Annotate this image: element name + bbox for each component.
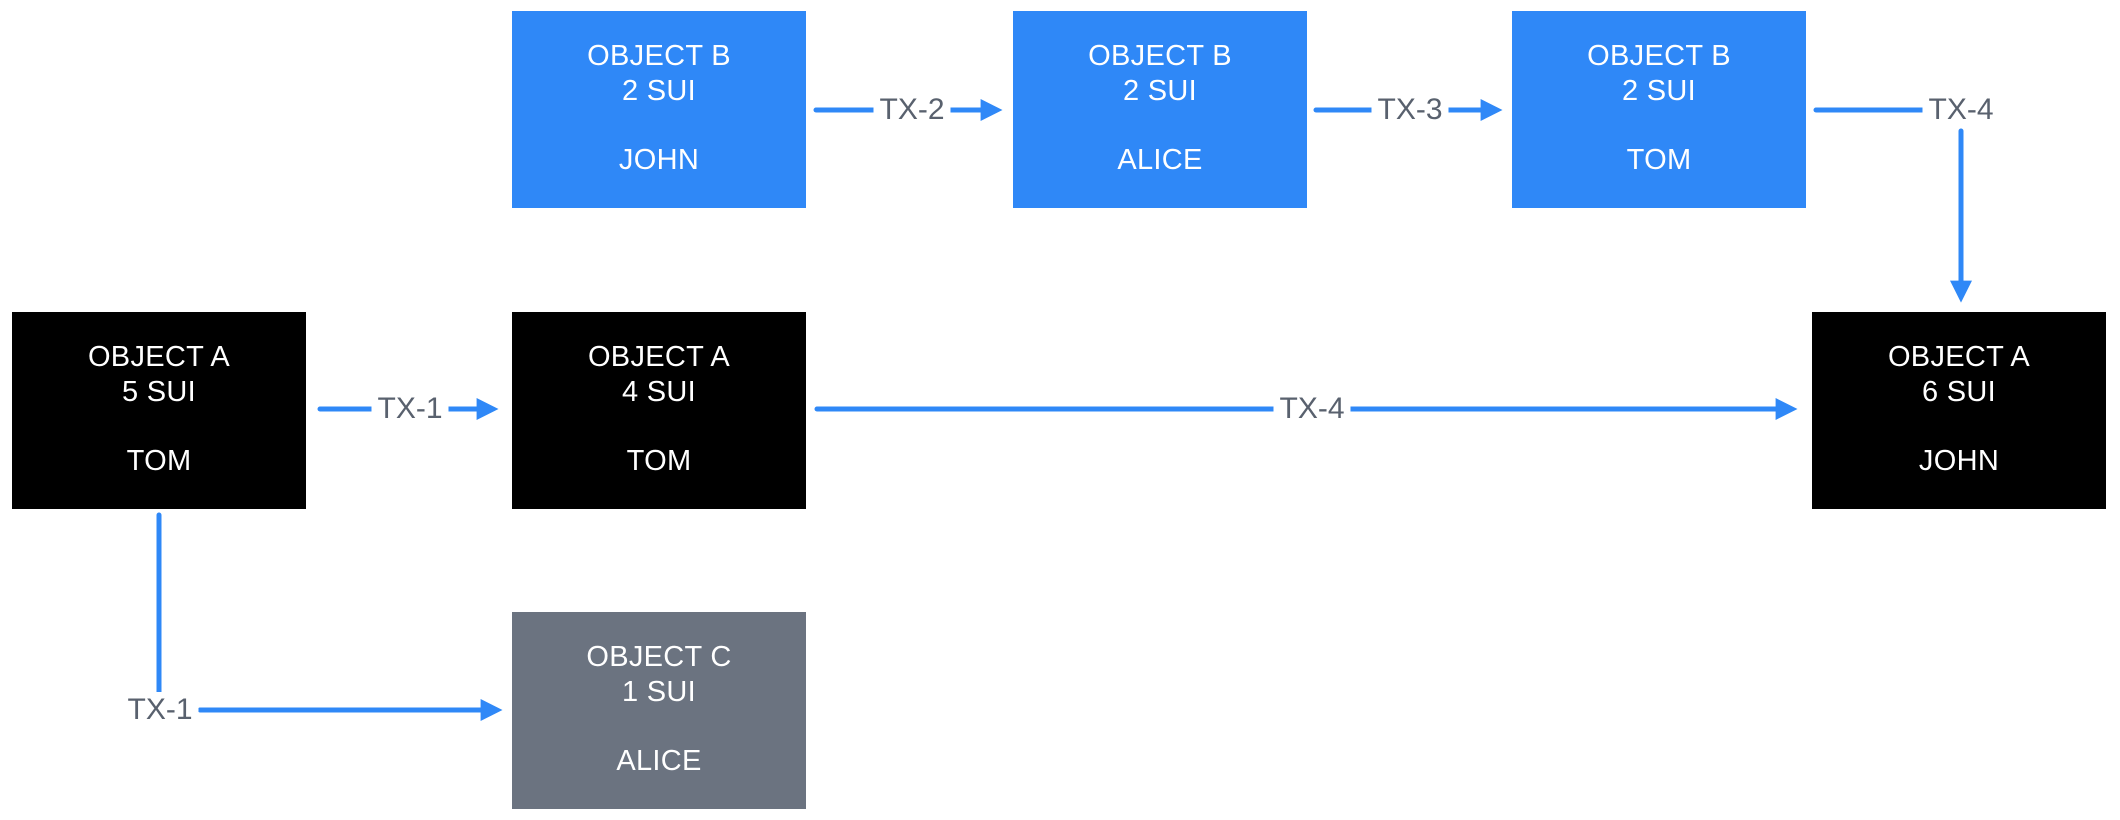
node-amount: 2 SUI — [621, 75, 697, 107]
node-owner: ALICE — [616, 745, 702, 777]
node-title: OBJECT B — [1088, 40, 1232, 72]
node-owner: TOM — [1626, 144, 1692, 176]
node-amount: 2 SUI — [1122, 75, 1198, 107]
node-object-a-6-john: OBJECT A 6 SUI JOHN — [1812, 312, 2106, 509]
tx-label-tx-4-merge: TX-4 — [1922, 92, 2000, 128]
node-amount: 2 SUI — [1621, 75, 1697, 107]
tx-label-tx-4-long: TX-4 — [1273, 391, 1351, 427]
node-title: OBJECT B — [1587, 40, 1731, 72]
node-object-c-alice: OBJECT C 1 SUI ALICE — [512, 612, 806, 809]
node-title: OBJECT C — [586, 641, 732, 673]
node-amount: 5 SUI — [121, 376, 197, 408]
node-title: OBJECT B — [587, 40, 731, 72]
node-title: OBJECT A — [587, 341, 731, 373]
node-owner: JOHN — [1918, 445, 2000, 477]
node-amount: 6 SUI — [1921, 376, 1997, 408]
tx-label-tx-1-to-c: TX-1 — [121, 692, 199, 728]
node-title: OBJECT A — [1887, 341, 2031, 373]
node-owner: TOM — [126, 445, 192, 477]
node-owner: ALICE — [1117, 144, 1203, 176]
node-object-b-alice: OBJECT B 2 SUI ALICE — [1013, 11, 1307, 208]
tx-label-tx-3: TX-3 — [1371, 92, 1449, 128]
tx-label-tx-2: TX-2 — [873, 92, 951, 128]
node-amount: 4 SUI — [621, 376, 697, 408]
node-object-b-tom: OBJECT B 2 SUI TOM — [1512, 11, 1806, 208]
node-object-b-john: OBJECT B 2 SUI JOHN — [512, 11, 806, 208]
node-owner: TOM — [626, 445, 692, 477]
node-object-a-4-tom: OBJECT A 4 SUI TOM — [512, 312, 806, 509]
tx-label-tx-1-to-a4: TX-1 — [371, 391, 449, 427]
node-owner: JOHN — [618, 144, 700, 176]
node-title: OBJECT A — [87, 341, 231, 373]
node-object-a-5-tom: OBJECT A 5 SUI TOM — [12, 312, 306, 509]
node-amount: 1 SUI — [621, 676, 697, 708]
